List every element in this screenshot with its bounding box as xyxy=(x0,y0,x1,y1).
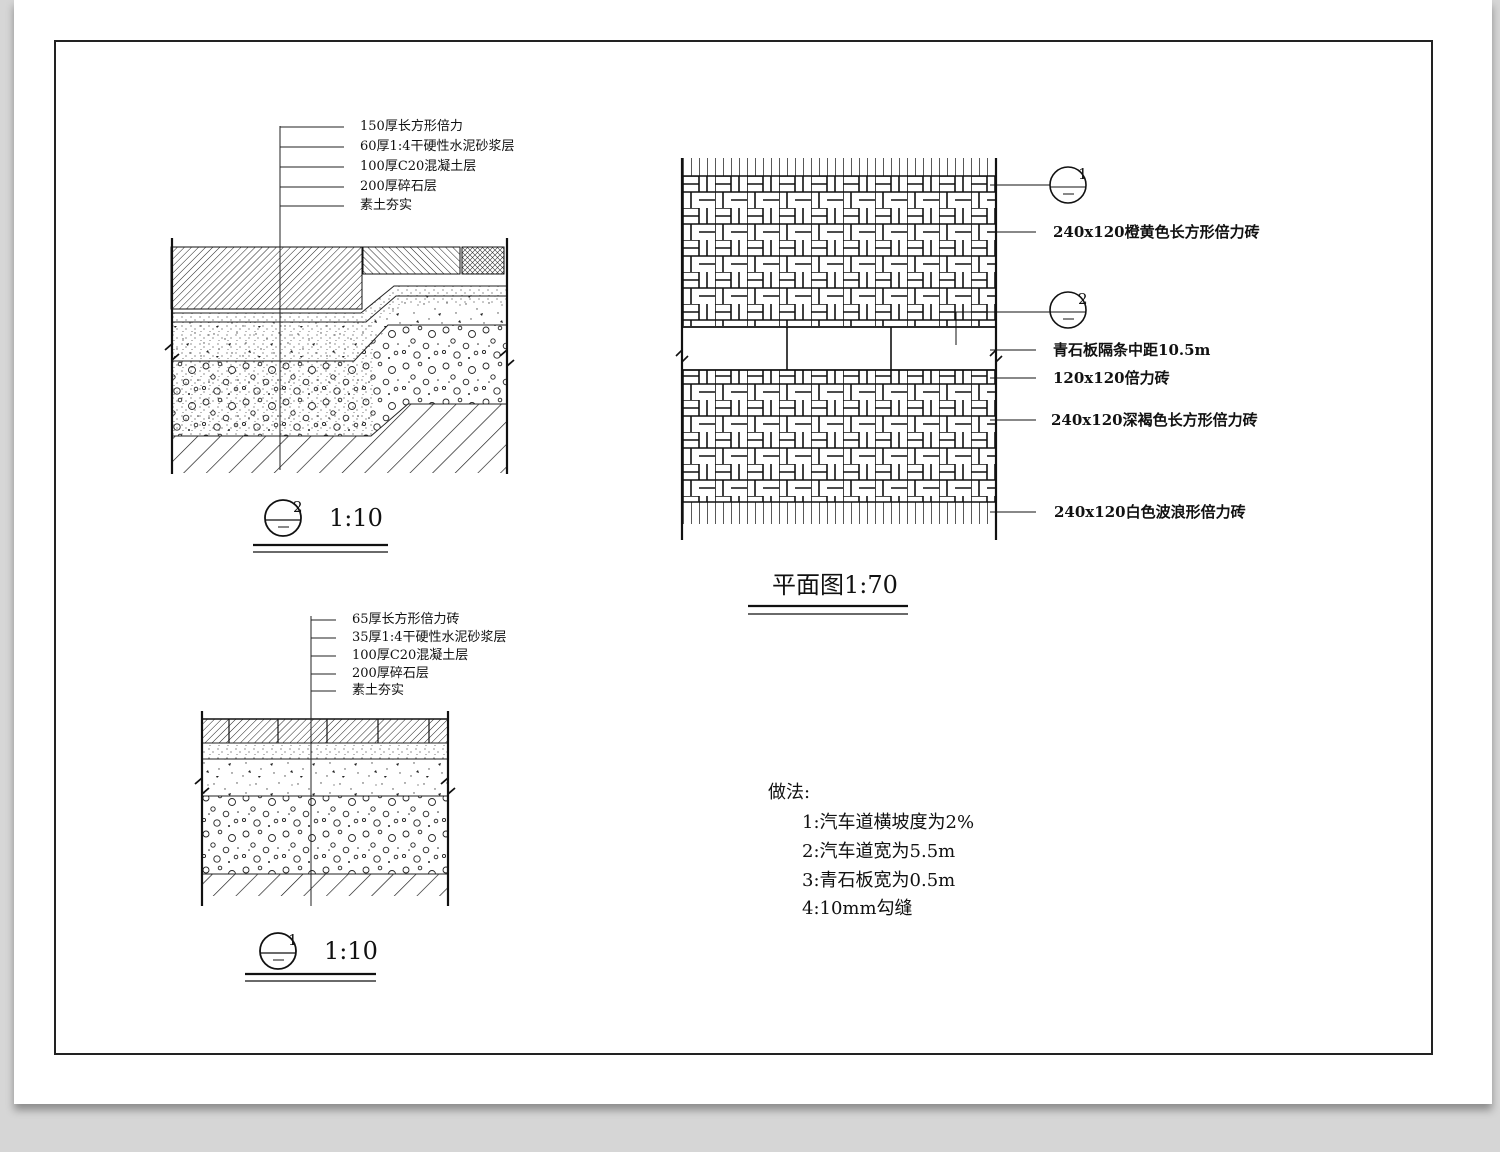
section-2-layer-4-label: 200厚碎石层 xyxy=(360,179,437,194)
notes-heading: 做法: xyxy=(768,782,811,803)
plan-title: 平面图1:70 xyxy=(772,571,898,599)
paving-plan xyxy=(675,158,1087,615)
section-1-detail xyxy=(194,616,456,982)
section-1-scale: 1:10 xyxy=(324,937,378,965)
section-1-callout-number: 1 xyxy=(288,931,298,949)
plan-callout-2-number: 2 xyxy=(1078,290,1088,308)
plan-label-brown-brick: 240x120深褐色长方形倍力砖 xyxy=(1051,411,1258,429)
section-2-layer-2-label: 60厚1:4干硬性水泥砂浆层 xyxy=(360,139,515,154)
cad-drawing xyxy=(54,40,1433,1055)
drawing-sheet: 150厚长方形倍力 60厚1:4干硬性水泥砂浆层 100厚C20混凝土层 200… xyxy=(14,0,1492,1104)
notes-item-2: 2:汽车道宽为5.5m xyxy=(802,841,956,862)
notes-item-4: 4:10mm勾缝 xyxy=(802,898,913,919)
section-1-layer-3-label: 100厚C20混凝土层 xyxy=(352,648,469,663)
plan-label-white-wave-brick: 240x120白色波浪形倍力砖 xyxy=(1054,503,1246,521)
plan-callout-1-number: 1 xyxy=(1078,165,1088,183)
section-1-layer-5-label: 素土夯实 xyxy=(352,683,405,698)
section-2-detail xyxy=(164,126,515,553)
section-2-scale: 1:10 xyxy=(329,504,383,532)
section-2-layer-5-label: 素土夯实 xyxy=(360,198,413,213)
section-2-callout-number: 2 xyxy=(293,498,303,516)
section-1-layer-2-label: 35厚1:4干硬性水泥砂浆层 xyxy=(352,630,507,645)
section-2-layer-1-label: 150厚长方形倍力 xyxy=(360,119,463,134)
notes-item-3: 3:青石板宽为0.5m xyxy=(802,870,956,891)
section-1-layer-1-label: 65厚长方形倍力砖 xyxy=(352,612,460,627)
section-1-layer-4-label: 200厚碎石层 xyxy=(352,666,429,681)
plan-label-orange-brick: 240x120橙黄色长方形倍力砖 xyxy=(1053,223,1260,241)
inner-frame xyxy=(54,40,1433,1055)
section-2-layer-3-label: 100厚C20混凝土层 xyxy=(360,159,477,174)
notes-item-1: 1:汽车道横坡度为2% xyxy=(802,812,975,833)
plan-label-bluestone-strip: 青石板隔条中距10.5m xyxy=(1053,341,1211,359)
plan-label-square-brick: 120x120倍力砖 xyxy=(1053,369,1170,387)
